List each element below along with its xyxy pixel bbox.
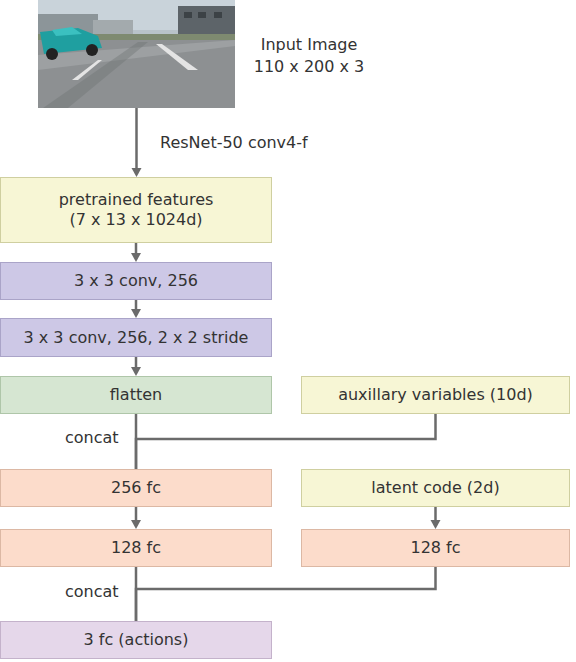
connector [135, 357, 138, 368]
layer-label: flatten [110, 385, 162, 405]
edge-label: ResNet-50 conv4-f [160, 133, 308, 153]
flatten-box: flatten [0, 376, 272, 414]
layer-label: auxillary variables (10d) [338, 385, 533, 405]
arrow-head [131, 309, 141, 318]
output-box: 3 fc (actions) [0, 621, 272, 659]
layer-label: 256 fc [111, 478, 161, 498]
fc-layer-box: 128 fc [0, 529, 272, 567]
connector [136, 567, 436, 621]
arrow-head [132, 168, 142, 177]
edge-label: concat [65, 582, 119, 602]
input-box: latent code (2d) [301, 469, 570, 507]
arrow-head [131, 520, 141, 529]
connector [135, 414, 138, 469]
edge-label: concat [65, 428, 119, 448]
driving-scene-illustration [38, 0, 235, 108]
conv-layer-box: 3 x 3 conv, 256 [0, 262, 272, 300]
connector [135, 108, 138, 169]
layer-label: 3 x 3 conv, 256 [74, 271, 198, 291]
arrow-head [131, 367, 141, 376]
layer-label: 3 x 3 conv, 256, 2 x 2 stride [24, 328, 249, 348]
connector [135, 300, 138, 310]
input-box: auxillary variables (10d) [301, 376, 570, 414]
arrow-head [431, 520, 441, 529]
connector [135, 507, 138, 521]
image-caption: Input Image 110 x 200 x 3 [248, 34, 370, 78]
input-image: Input Image 110 x 200 x 3 [38, 0, 235, 108]
connector [136, 414, 436, 469]
arrow-head [131, 253, 141, 262]
connector [434, 507, 437, 521]
layer-label: latent code (2d) [371, 478, 499, 498]
fc-layer-box: 256 fc [0, 469, 272, 507]
layer-label: pretrained features (7 x 13 x 1024d) [54, 190, 219, 230]
connector [135, 243, 138, 254]
feature-box: pretrained features (7 x 13 x 1024d) [0, 177, 272, 243]
layer-label: 128 fc [111, 538, 161, 558]
fc-layer-box: 128 fc [301, 529, 570, 567]
layer-label: 128 fc [410, 538, 460, 558]
conv-layer-box: 3 x 3 conv, 256, 2 x 2 stride [0, 318, 272, 357]
connector [135, 567, 138, 621]
layer-label: 3 fc (actions) [84, 630, 189, 650]
